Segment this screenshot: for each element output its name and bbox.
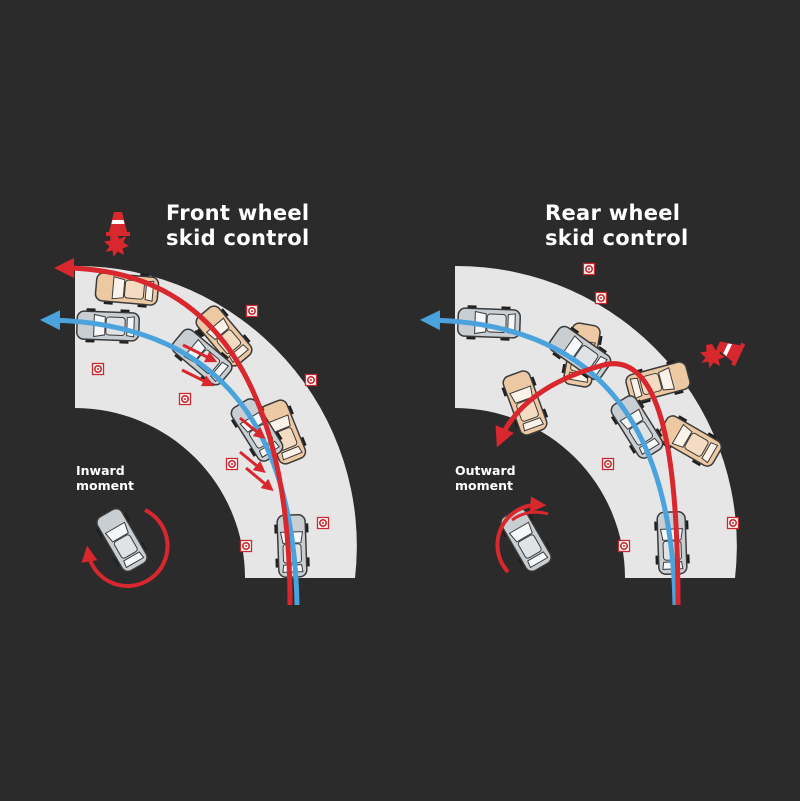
road-marker-icon — [316, 516, 330, 530]
road-marker-icon — [617, 539, 631, 553]
front-wheel-panel — [40, 212, 357, 606]
traffic-cone-icon — [106, 212, 130, 236]
title-line: skid control — [166, 226, 310, 250]
red-path-right — [495, 361, 681, 606]
blue-path-right — [420, 310, 678, 606]
collision-burst-icon — [104, 233, 129, 257]
road-marker-icon — [245, 304, 259, 318]
rear-wheel-panel — [420, 262, 746, 606]
outward-moment-caption: Outward moment — [455, 463, 516, 493]
road-marker-icon — [178, 392, 192, 406]
road-marker-icon — [601, 457, 615, 471]
rotation-arrow-icon — [495, 496, 547, 574]
inward-moment-caption: Inward moment — [76, 463, 134, 493]
road-marker-icon — [304, 373, 318, 387]
title-line: skid control — [545, 226, 689, 250]
rear-wheel-title: Rear wheel skid control — [545, 201, 688, 251]
curved-road-right — [455, 265, 737, 578]
caption-line: moment — [76, 478, 134, 493]
caption-line: Inward — [76, 463, 125, 478]
slip-arrows-left — [181, 343, 274, 492]
rotation-arrow-icon — [81, 508, 170, 588]
caption-line: moment — [455, 478, 513, 493]
rotation-arrow-icon — [511, 510, 549, 522]
red-path-left — [54, 258, 293, 606]
title-line: Front wheel — [166, 201, 310, 225]
road-marker-icon — [91, 362, 105, 376]
blue-path-left — [40, 310, 300, 606]
caption-line: Outward — [455, 463, 516, 478]
road-marker-icon — [239, 539, 253, 553]
road-marker-icon — [594, 291, 608, 305]
road-marker-icon — [225, 457, 239, 471]
car-grey-inset — [91, 503, 153, 577]
road-marker-icon — [726, 516, 740, 530]
front-wheel-title: Front wheel skid control — [166, 201, 309, 251]
road-marker-icon — [582, 262, 596, 276]
title-line: Rear wheel — [545, 201, 681, 225]
